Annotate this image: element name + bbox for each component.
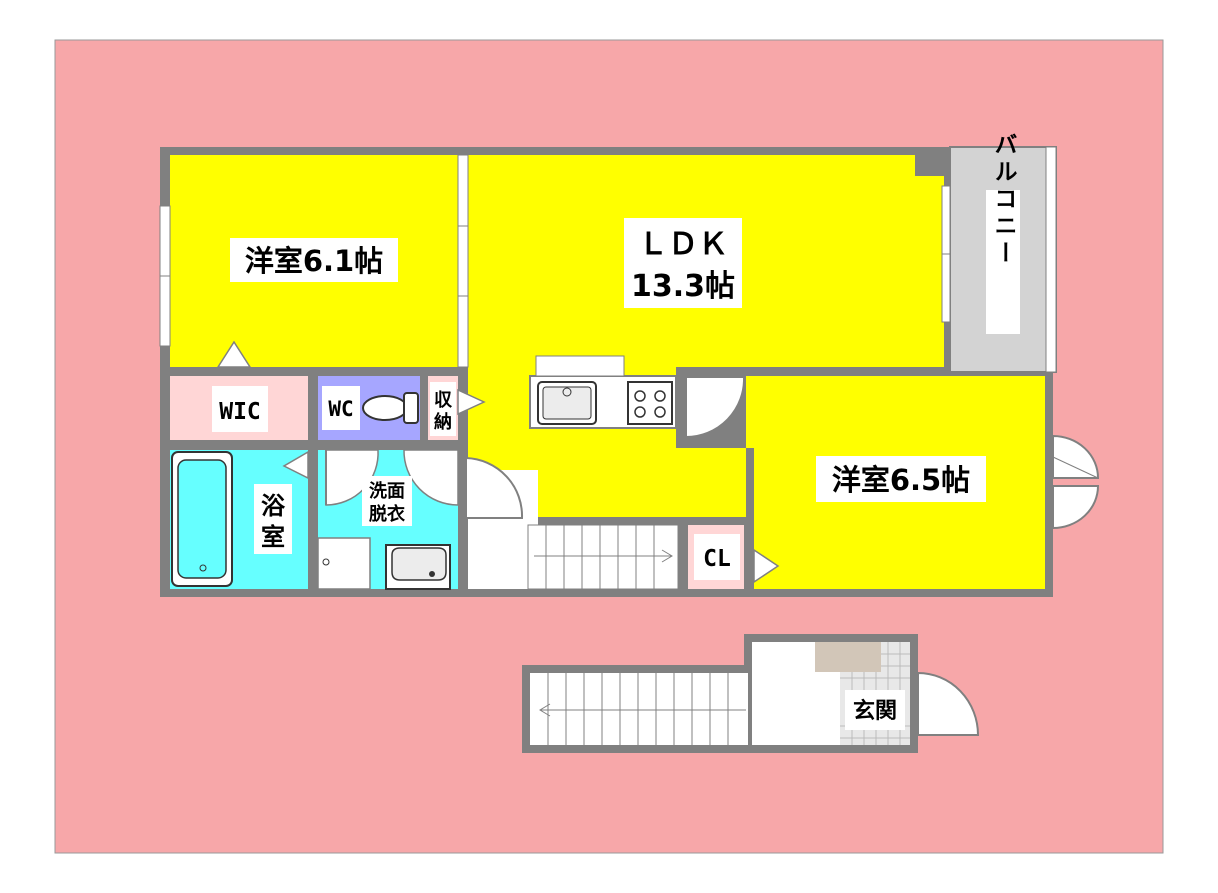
label-box-wic [212, 386, 268, 432]
label-closet: CL [703, 546, 731, 572]
kitchen-backsplash [535, 355, 625, 377]
label-ldk-size: 13.3帖 [631, 269, 735, 304]
door-swing-entrance [917, 671, 980, 736]
burner-1 [634, 390, 646, 402]
entrance-hall-floor [530, 673, 748, 745]
washing-machine-space [317, 537, 371, 590]
bathtub-inner [177, 459, 227, 579]
toilet-bowl [362, 395, 408, 421]
stairs-lower [539, 673, 746, 745]
label-box-bath [254, 484, 292, 554]
label-storage-2: 納 [434, 411, 452, 433]
label-box-room2 [816, 456, 986, 502]
label-box-closet [694, 534, 740, 580]
label-box-room1 [230, 238, 398, 282]
door-swing-hall [465, 456, 524, 519]
partition-sliding-door [457, 154, 469, 368]
door-swing-washroom-2 [403, 449, 459, 506]
door-marker-closet [753, 548, 780, 584]
door-marker-storage [457, 388, 486, 416]
stairs-upper [527, 524, 679, 590]
label-box-balcony [986, 190, 1020, 334]
label-box-entrance [845, 690, 905, 730]
sink-faucet [562, 387, 572, 397]
stove [627, 381, 673, 425]
sink-basin [542, 386, 592, 420]
bathtub-drain [199, 564, 207, 572]
label-western-room-2: 洋室6.5帖 [832, 463, 970, 497]
door-swing-ldk-room2 [685, 376, 746, 439]
label-storage-1: 収 [434, 390, 453, 411]
label-western-room-1: 洋室6.1帖 [245, 244, 383, 278]
label-box-washroom [362, 476, 412, 526]
label-wic: WIC [219, 399, 261, 425]
label-balcony: バルコニー [990, 133, 1017, 268]
label-box-wc [322, 386, 360, 430]
label-entrance: 玄関 [853, 698, 897, 724]
shoe-cabinet [815, 642, 881, 672]
label-washroom-2: 脱衣 [369, 503, 405, 525]
burner-2 [654, 390, 666, 402]
burner-4 [654, 406, 666, 418]
vanity-basin [391, 547, 447, 581]
label-washroom-1: 洗面 [369, 480, 405, 502]
label-box-storage [430, 382, 456, 436]
label-bath-2: 室 [261, 523, 285, 551]
door-marker-bath [282, 450, 309, 480]
label-bath-1: 浴 [261, 492, 286, 520]
burner-3 [634, 406, 646, 418]
label-box-ldk [624, 218, 742, 308]
toilet-tank [403, 392, 419, 424]
balcony-rail [1045, 146, 1057, 373]
label-wc: WC [328, 397, 353, 421]
door-marker-wic [216, 340, 252, 368]
label-ldk-name: ＬＤＫ [638, 227, 728, 262]
window-east-room2-lower [1052, 485, 1100, 530]
